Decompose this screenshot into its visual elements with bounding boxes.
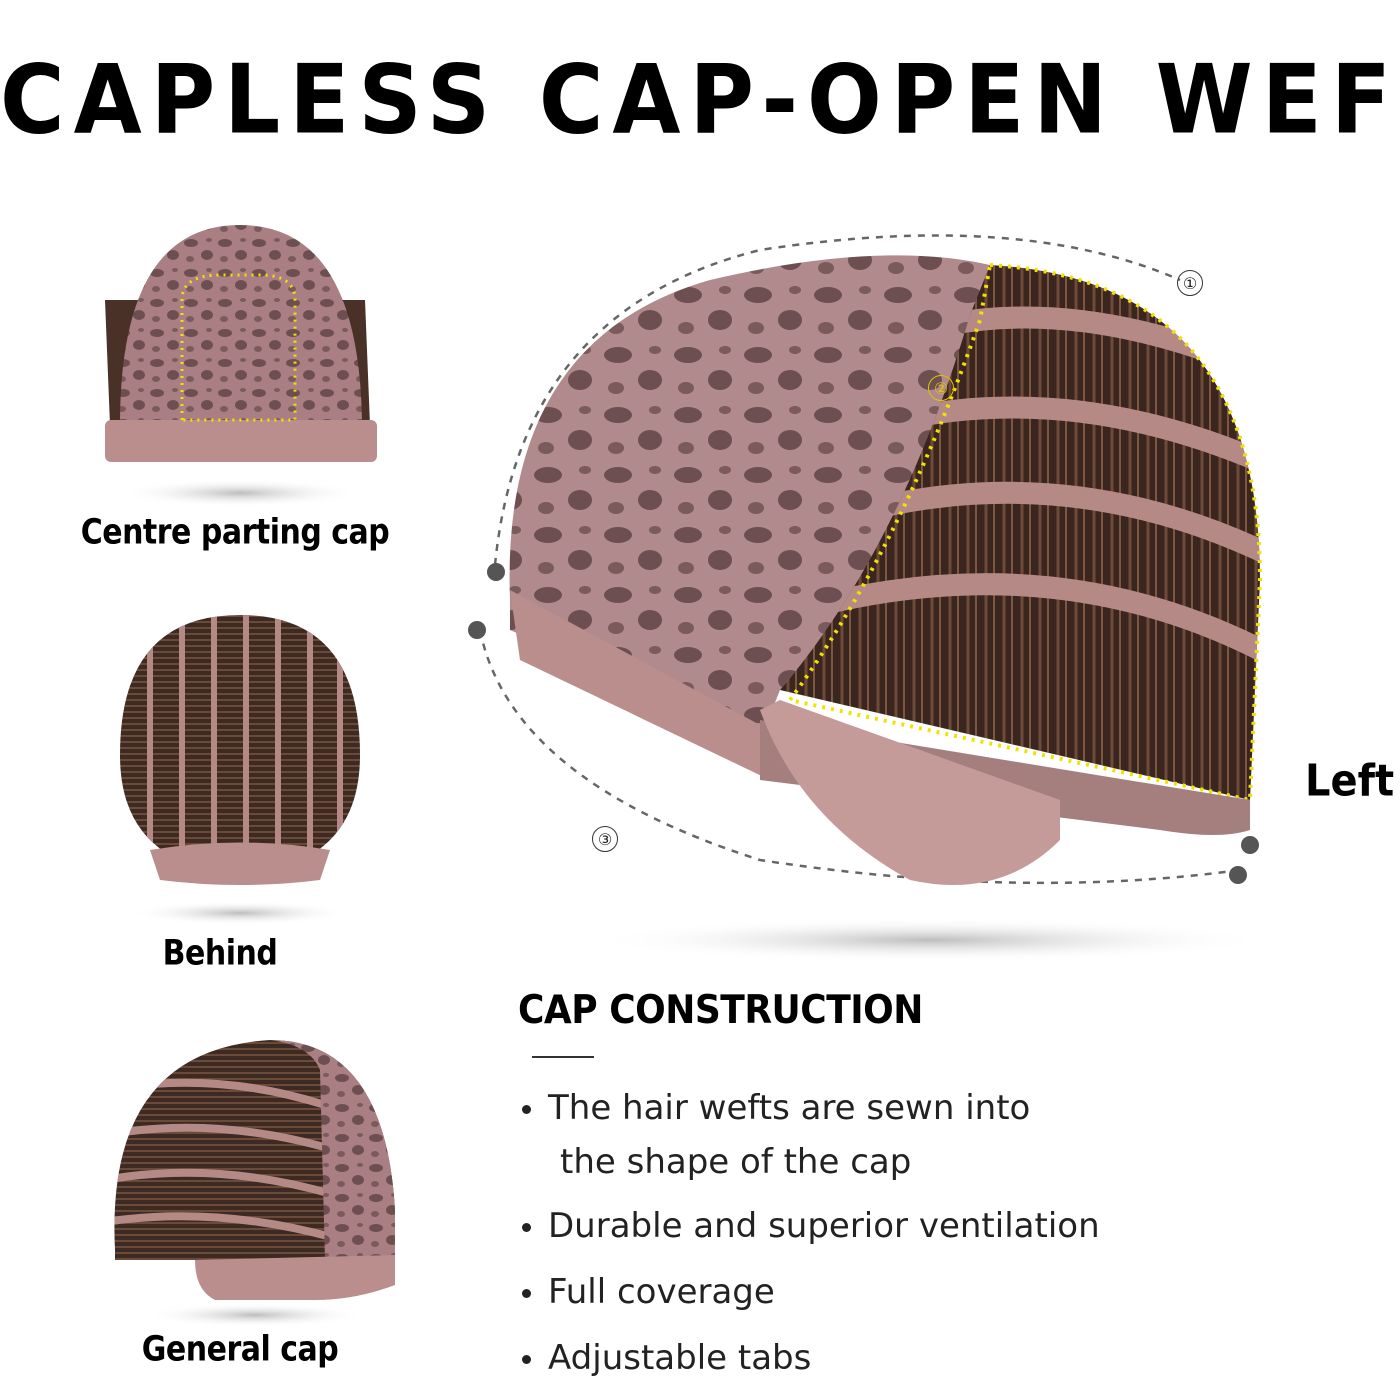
feature-text-continued: the shape of the cap <box>560 1142 912 1182</box>
bullet-icon <box>522 1223 531 1232</box>
general-cap-image <box>114 1040 395 1327</box>
general-cap-label: General cap <box>141 1329 339 1370</box>
feature-item: The hair wefts are sewn into the shape o… <box>518 1080 1378 1188</box>
feature-item: Adjustable tabs <box>518 1330 1378 1386</box>
centre-parting-cap-label: Centre parting cap <box>80 512 390 553</box>
feature-text: Adjustable tabs <box>548 1338 812 1378</box>
feature-item: Full coverage <box>518 1264 1378 1320</box>
cap-construction-heading: CAP CONSTRUCTION <box>518 987 923 1034</box>
feature-text: Full coverage <box>548 1272 775 1312</box>
behind-view-label: Behind <box>162 933 278 974</box>
feature-item: Durable and superior ventilation <box>518 1198 1378 1254</box>
feature-text: Durable and superior ventilation <box>548 1206 1100 1246</box>
centre-parting-cap-image <box>105 225 377 505</box>
heading-divider <box>532 1056 594 1058</box>
bullet-icon <box>522 1105 531 1114</box>
behind-view-image <box>120 615 360 925</box>
marker-2: ② <box>928 375 954 401</box>
feature-text: The hair wefts are sewn into <box>548 1088 1031 1128</box>
feature-list: The hair wefts are sewn into the shape o… <box>518 1080 1378 1396</box>
marker-3: ③ <box>592 826 618 852</box>
marker-1: ① <box>1177 270 1203 296</box>
page-title: CAPLESS CAP-OPEN WEFT <box>0 43 1400 156</box>
bullet-icon <box>522 1289 531 1298</box>
left-side-label: Left <box>1305 755 1395 807</box>
bullet-icon <box>522 1355 531 1364</box>
large-cap-image <box>468 234 1270 962</box>
